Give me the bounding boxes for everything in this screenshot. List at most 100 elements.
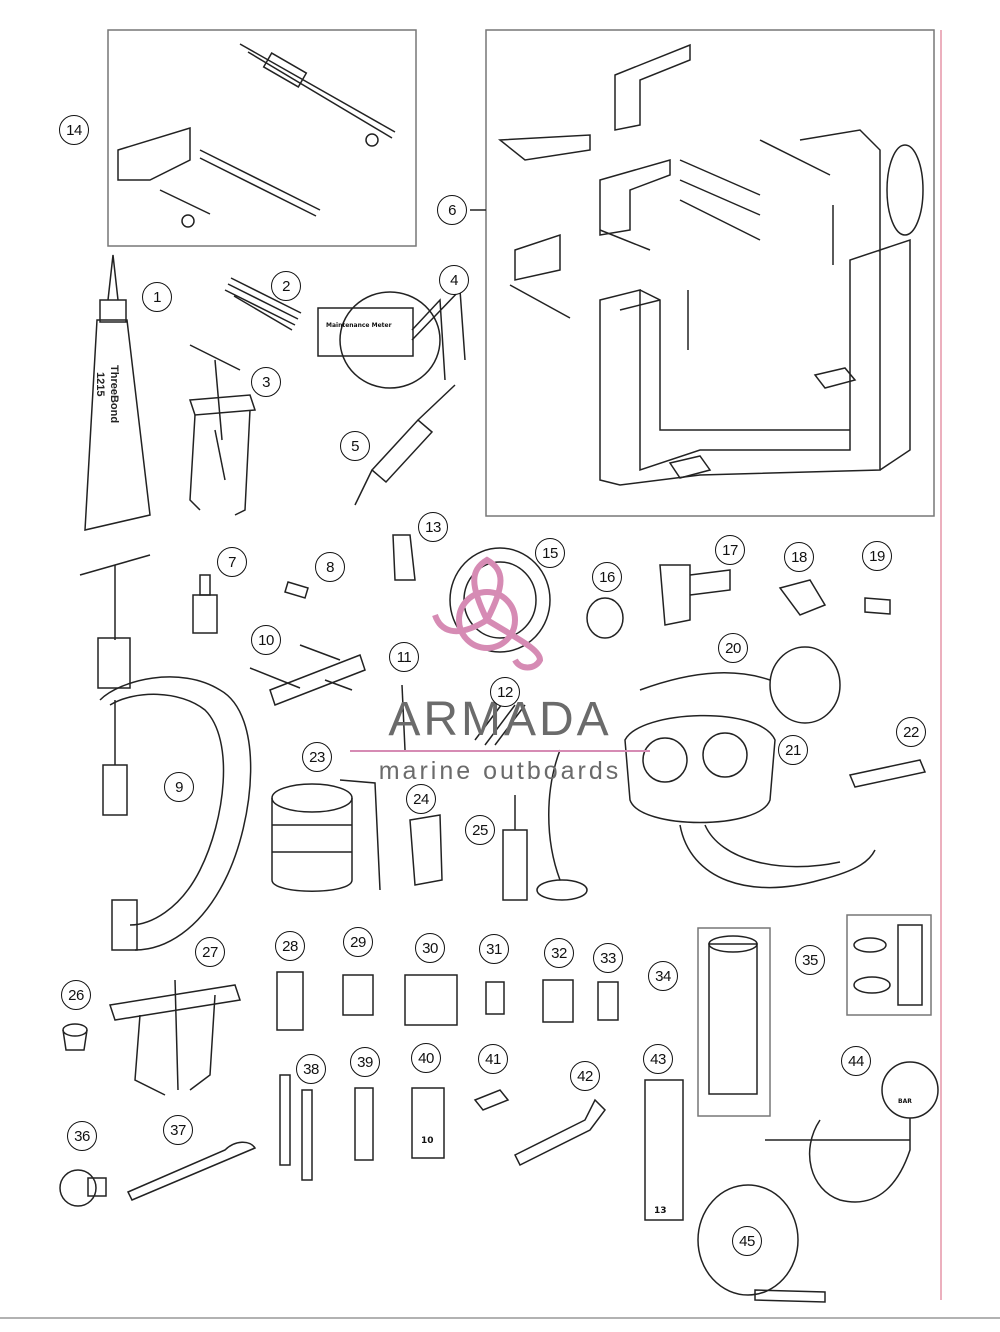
callout-25: 25 xyxy=(465,815,495,845)
callout-20: 20 xyxy=(718,633,748,663)
socket-10-label: 10 xyxy=(421,1136,434,1146)
callout-33: 33 xyxy=(593,943,623,973)
gauge-unit-label: BAR xyxy=(898,1098,912,1105)
callout-43: 43 xyxy=(643,1044,673,1074)
tube-code-label: 1215 xyxy=(94,372,106,397)
callout-42: 42 xyxy=(570,1061,600,1091)
part-31-sleeve xyxy=(485,981,505,1015)
callout-29: 29 xyxy=(343,927,373,957)
part-19-plug xyxy=(864,597,891,615)
part-36-plug xyxy=(59,1169,107,1207)
part-29-sleeve xyxy=(342,974,374,1016)
callout-14: 14 xyxy=(59,115,89,145)
socket-13-label: 13 xyxy=(654,1206,667,1216)
part-33-sleeve xyxy=(597,981,619,1021)
part-9-c-clamp xyxy=(79,554,252,951)
callout-35: 35 xyxy=(795,945,825,975)
part-26-bushing xyxy=(62,1023,88,1051)
callout-40: 40 xyxy=(411,1043,441,1073)
part-35-seal-set xyxy=(846,914,932,1016)
callout-44: 44 xyxy=(841,1046,871,1076)
callout-13: 13 xyxy=(418,512,448,542)
callout-16: 16 xyxy=(592,562,622,592)
callout-10: 10 xyxy=(251,625,281,655)
callout-6: 6 xyxy=(437,195,467,225)
part-13-bit xyxy=(392,534,416,581)
callout-9: 9 xyxy=(164,772,194,802)
tube-brand-label: ThreeBond xyxy=(108,365,120,424)
part-30-sleeve xyxy=(404,974,458,1026)
part-5-syringe xyxy=(354,384,456,506)
callout-17: 17 xyxy=(715,535,745,565)
part-39-sleeve xyxy=(354,1087,374,1161)
callout-7: 7 xyxy=(217,547,247,577)
callout-31: 31 xyxy=(479,934,509,964)
part-27-puller xyxy=(109,979,241,1096)
callout-30: 30 xyxy=(415,933,445,963)
part-12-hex-keys xyxy=(474,699,526,746)
callout-45: 45 xyxy=(732,1226,762,1256)
callout-27: 27 xyxy=(195,937,225,967)
watermark-logo-icon xyxy=(432,556,544,671)
part-22-strip xyxy=(848,759,927,788)
part-1-sealant-tube xyxy=(84,254,151,531)
meter-title-label: Maintenance Meter xyxy=(326,322,392,329)
part-45-hose xyxy=(697,1184,826,1303)
callout-34: 34 xyxy=(648,961,678,991)
part-20-21-gauge-set xyxy=(536,646,876,901)
watermark-divider xyxy=(350,750,650,752)
callout-21: 21 xyxy=(778,735,808,765)
part-41-plate xyxy=(473,1089,510,1111)
callout-15: 15 xyxy=(535,538,565,568)
callout-2: 2 xyxy=(271,271,301,301)
callout-39: 39 xyxy=(350,1047,380,1077)
part-14-bolts xyxy=(117,43,396,228)
callout-12: 12 xyxy=(490,677,520,707)
part-24-plate xyxy=(409,814,443,886)
part-18-bolt xyxy=(778,579,827,616)
callout-24: 24 xyxy=(406,784,436,814)
part-40-socket xyxy=(411,1087,445,1159)
watermark-tagline: marine outboards xyxy=(378,757,622,785)
part-43-socket xyxy=(644,1079,684,1221)
part-11-pin xyxy=(401,684,406,751)
part-42-spanner xyxy=(513,1098,606,1167)
callout-38: 38 xyxy=(296,1054,326,1084)
part-17-fitting xyxy=(659,564,731,626)
frame-box-6 xyxy=(485,29,935,517)
callout-41: 41 xyxy=(478,1044,508,1074)
callout-36: 36 xyxy=(67,1121,97,1151)
callout-19: 19 xyxy=(862,541,892,571)
callout-5: 5 xyxy=(340,431,370,461)
callout-3: 3 xyxy=(251,367,281,397)
part-6-engine-stand xyxy=(470,43,924,486)
callout-11: 11 xyxy=(389,642,419,672)
part-32-sleeve xyxy=(542,979,574,1023)
part-2-spring xyxy=(224,277,302,331)
frame-box-14 xyxy=(107,29,417,247)
part-25-tool xyxy=(502,795,528,901)
callout-22: 22 xyxy=(896,717,926,747)
part-37-spanner xyxy=(126,1141,257,1201)
callout-28: 28 xyxy=(275,931,305,961)
part-34-sleeve-set xyxy=(697,927,771,1117)
callout-32: 32 xyxy=(544,938,574,968)
part-3-puller xyxy=(188,344,257,516)
part-7-small-tube xyxy=(192,574,218,634)
part-16-sleeve xyxy=(586,597,624,639)
part-4-meter xyxy=(317,288,466,389)
callout-26: 26 xyxy=(61,980,91,1010)
callout-1: 1 xyxy=(142,282,172,312)
callout-23: 23 xyxy=(302,742,332,772)
part-10-puller-bar xyxy=(249,644,366,706)
callout-8: 8 xyxy=(315,552,345,582)
callout-18: 18 xyxy=(784,542,814,572)
part-8-plug xyxy=(284,581,309,599)
part-28-bracket xyxy=(276,971,304,1031)
callout-37: 37 xyxy=(163,1115,193,1145)
part-38-studs xyxy=(279,1074,313,1181)
part-23-ring-compressor xyxy=(271,779,381,892)
part-44-pressure-gauge xyxy=(765,1061,939,1203)
